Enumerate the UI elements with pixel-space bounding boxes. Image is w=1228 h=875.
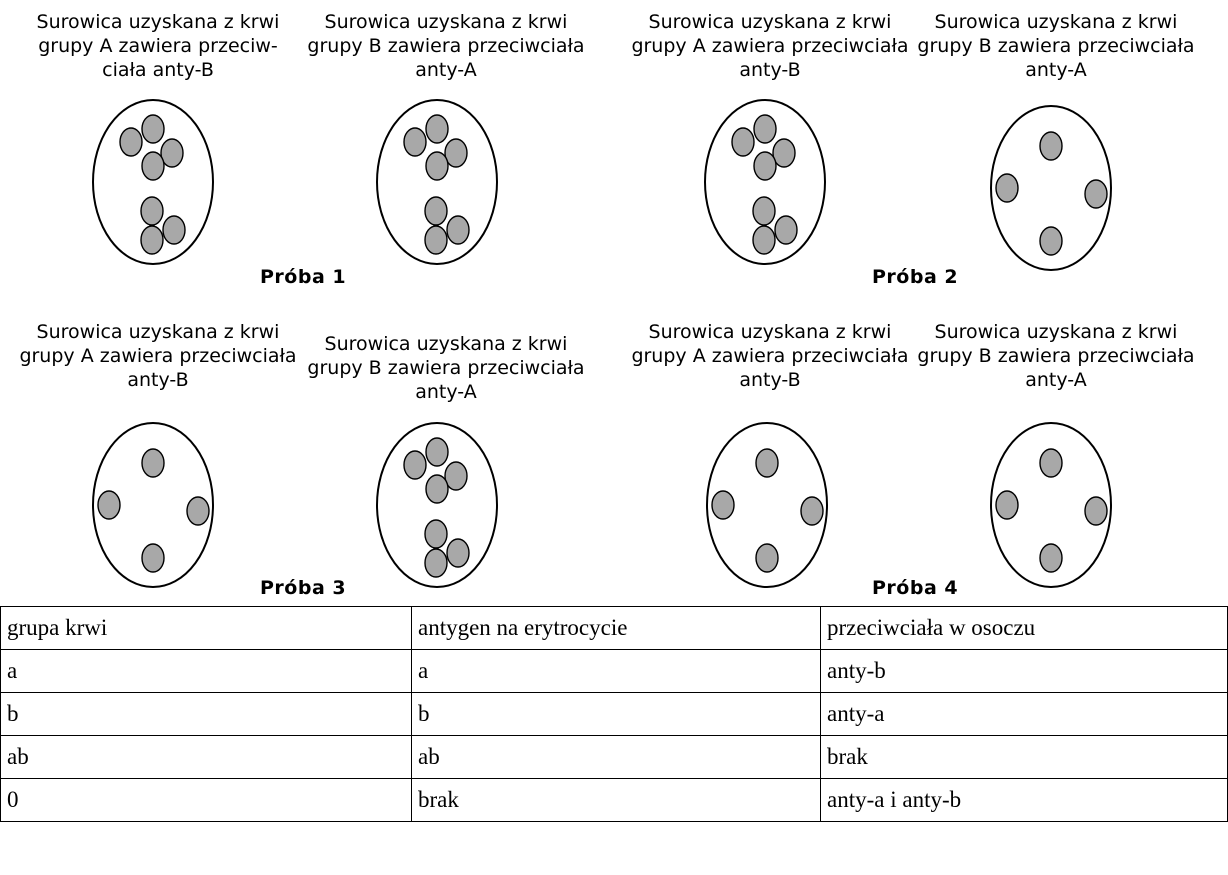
table-cell: b (411, 692, 821, 736)
trial2-left-dish (704, 99, 826, 265)
erythrocyte-cell (1084, 179, 1108, 209)
erythrocyte-cell (1039, 543, 1063, 573)
agglutinated-cell (752, 225, 776, 255)
table-cell: 0 (0, 778, 412, 822)
agglutinated-cell (446, 215, 470, 245)
trial4-right-caption: Surowica uzyskana z krwi grupy B zawiera… (917, 321, 1195, 391)
table-header-cell: przeciwciała w osoczu (820, 606, 1228, 650)
erythrocyte-cell (755, 448, 779, 478)
erythrocyte-cell (1039, 448, 1063, 478)
table-cell: anty-a (820, 692, 1228, 736)
dish-outline (706, 422, 828, 588)
agglutinated-cell (774, 215, 798, 245)
agglutinated-cell (141, 114, 165, 144)
table-row: ab ab brak (0, 735, 1228, 779)
dishes-svg (92, 99, 1112, 588)
dish-outline (92, 422, 214, 588)
table-row: 0 brak anty-a i anty-b (0, 778, 1228, 822)
agglutinated-cell (141, 151, 165, 181)
agglutinated-cell (446, 538, 470, 568)
trial1-left-dish (92, 99, 214, 265)
trial3-label: Próba 3 (260, 577, 347, 599)
table-cell: anty-a i anty-b (820, 778, 1228, 822)
table-cell: brak (820, 735, 1228, 779)
erythrocyte-cell (755, 543, 779, 573)
table-row: a a anty-b (0, 649, 1228, 693)
trial4-label: Próba 4 (872, 577, 959, 599)
agglutinated-cell (425, 151, 449, 181)
agglutinated-cell (425, 474, 449, 504)
agglutinated-cell (403, 450, 427, 480)
erythrocyte-cell (711, 490, 735, 520)
table-header-row: grupa krwi antygen na erytrocycie przeci… (0, 606, 1228, 650)
trial3-left-dish (92, 422, 214, 588)
agglutinated-cell (119, 127, 143, 157)
trial2-label: Próba 2 (872, 266, 959, 288)
blood-group-table: grupa krwi antygen na erytrocycie przeci… (0, 606, 1228, 822)
erythrocyte-cell (186, 496, 210, 526)
erythrocyte-cell (1039, 226, 1063, 256)
trial3-right-dish (376, 422, 498, 588)
agglutinated-cell (424, 225, 448, 255)
dish-outline (990, 105, 1112, 271)
agglutinated-cell (160, 138, 184, 168)
table-cell: a (411, 649, 821, 693)
agglutinated-cell (731, 127, 755, 157)
dish-outline (990, 422, 1112, 588)
trial2-left-caption: Surowica uzyskana z krwi grupy A zawiera… (631, 11, 909, 81)
erythrocyte-cell (141, 543, 165, 573)
agglutinated-cell (425, 114, 449, 144)
erythrocyte-cell (141, 448, 165, 478)
table-cell: ab (411, 735, 821, 779)
erythrocyte-cell (97, 490, 121, 520)
agglutinated-cell (140, 225, 164, 255)
table-cell: a (0, 649, 412, 693)
trial4-right-dish (990, 422, 1112, 588)
trial3-right-caption: Surowica uzyskana z krwi grupy B zawiera… (307, 333, 585, 403)
trial3-left-caption: Surowica uzyskana z krwi grupy A zawiera… (19, 321, 297, 391)
erythrocyte-cell (1084, 496, 1108, 526)
erythrocyte-cell (800, 496, 824, 526)
trial2-right-dish (990, 105, 1112, 271)
trial1-left-caption: Surowica uzyskana z krwi grupy A zawiera… (36, 11, 280, 81)
agglutinated-cell (424, 196, 448, 226)
agglutination-diagram: Surowica uzyskana z krwi grupy A zawiera… (19, 11, 1195, 599)
table-header-cell: antygen na erytrocycie (411, 606, 821, 650)
trial1-right-caption: Surowica uzyskana z krwi grupy B zawiera… (307, 11, 585, 81)
table-row: b b anty-a (0, 692, 1228, 736)
table-header-cell: grupa krwi (0, 606, 412, 650)
trial1-right-dish (376, 99, 498, 265)
trial4-left-caption: Surowica uzyskana z krwi grupy A zawiera… (631, 321, 909, 391)
table-cell: b (0, 692, 412, 736)
agglutinated-cell (424, 548, 448, 578)
agglutinated-cell (772, 138, 796, 168)
agglutinated-cell (752, 196, 776, 226)
agglutinated-cell (444, 138, 468, 168)
agglutinated-cell (424, 519, 448, 549)
agglutinated-cell (140, 196, 164, 226)
agglutinated-cell (444, 461, 468, 491)
table-cell: ab (0, 735, 412, 779)
table-cell: brak (411, 778, 821, 822)
agglutinated-cell (753, 151, 777, 181)
agglutinated-cell (403, 127, 427, 157)
table-cell: anty-b (820, 649, 1228, 693)
agglutinated-cell (162, 215, 186, 245)
agglutinated-cell (753, 114, 777, 144)
erythrocyte-cell (995, 490, 1019, 520)
erythrocyte-cell (1039, 131, 1063, 161)
erythrocyte-cell (995, 173, 1019, 203)
trial2-right-caption: Surowica uzyskana z krwi grupy B zawiera… (917, 11, 1195, 81)
trial4-left-dish (706, 422, 828, 588)
agglutinated-cell (425, 437, 449, 467)
trial1-label: Próba 1 (260, 266, 347, 288)
